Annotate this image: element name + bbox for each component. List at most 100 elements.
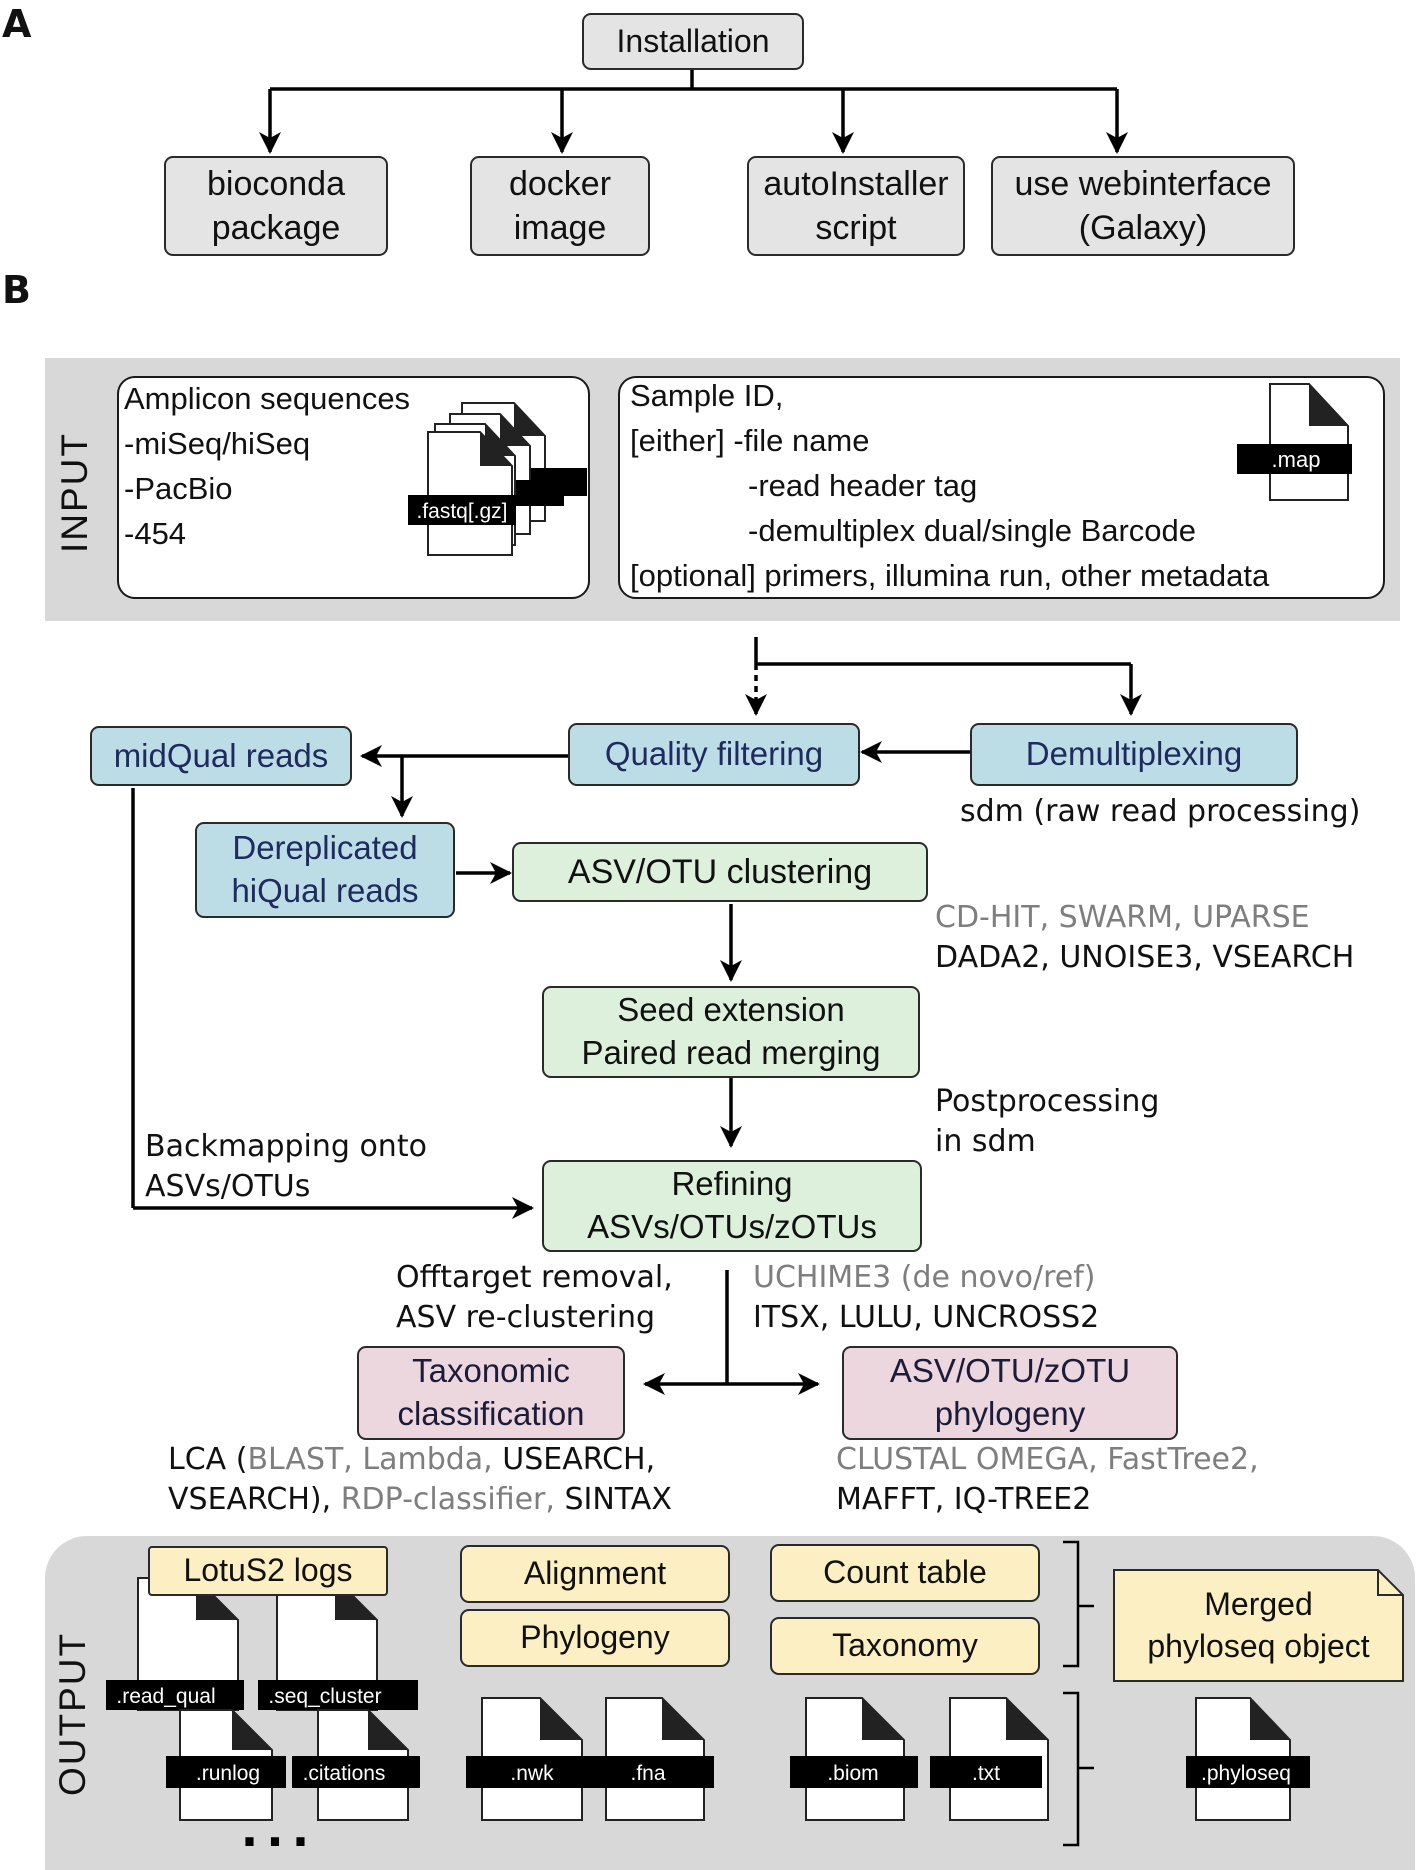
- clustering-box: ASV/OTU clustering: [512, 842, 928, 902]
- chimera-tools-black: ITSX, LULU, UNCROSS2: [753, 1299, 1100, 1335]
- install-option-docker: docker image: [470, 156, 650, 256]
- svg-text:.citations: .citations: [303, 1762, 386, 1785]
- svg-text:.biom: .biom: [827, 1762, 878, 1785]
- mapping-line: -demultiplex dual/single Barcode: [748, 513, 1197, 548]
- demultiplexing-box: Demultiplexing: [970, 723, 1298, 786]
- document-icon: .fastq[.gz]: [408, 402, 587, 556]
- svg-text:.nwk: .nwk: [510, 1762, 554, 1785]
- svg-text:.read_qual: .read_qual: [116, 1685, 215, 1708]
- document-icon: .biom: [790, 1697, 918, 1821]
- seed-line2: Paired read merging: [581, 1034, 881, 1071]
- fold-corner: [1377, 1570, 1403, 1596]
- seed-line1: Seed extension: [617, 991, 845, 1029]
- tool-text: USEARCH,: [502, 1442, 656, 1477]
- taxonomic-line2: classification: [397, 1395, 585, 1432]
- midqual-reads-box: midQual reads: [90, 726, 352, 786]
- mapping-line: -read header tag: [748, 468, 978, 503]
- taxonomic-line1: Taxonomic: [412, 1352, 570, 1390]
- mapping-box: [618, 376, 1385, 599]
- output-bracket: [1063, 1540, 1094, 1668]
- option-line1: docker: [508, 164, 612, 203]
- backmapping-line2: ASVs/OTUs: [145, 1168, 311, 1204]
- svg-text:.fna: .fna: [630, 1762, 665, 1785]
- clustering-tools: CD-HIT, SWARM, UPARSE DADA2, UNOISE3, VS…: [935, 898, 1354, 978]
- amplicon-item: -miSeq/hiSeq: [124, 426, 311, 461]
- tool-text: RDP-classifier,: [340, 1481, 565, 1517]
- midqual-label: midQual reads: [113, 736, 329, 774]
- mapping-line: Sample ID,: [630, 378, 784, 413]
- refining-line1: Refining: [671, 1165, 793, 1203]
- option-line2: image: [513, 209, 607, 247]
- document-icon: .runlog: [166, 1709, 286, 1821]
- svg-text:.fastq[.gz]: .fastq[.gz]: [416, 500, 507, 523]
- postprocessing-line1: Postprocessing: [935, 1084, 1160, 1119]
- svg-text:.runlog: .runlog: [196, 1762, 260, 1785]
- dereplicated-line1: Dereplicated: [232, 829, 418, 867]
- option-line2: package: [211, 209, 341, 247]
- install-option-galaxy: use webinterface (Galaxy): [991, 156, 1295, 256]
- taxonomy-tools-line1: LCA (BLAST, Lambda, USEARCH,: [168, 1440, 672, 1480]
- document-icon: .phyloseq: [1186, 1697, 1310, 1821]
- option-line1: bioconda: [206, 164, 345, 203]
- count-table-label: Count table: [823, 1554, 987, 1591]
- taxonomy-box: Taxonomy: [770, 1617, 1040, 1675]
- tool-text: SINTAX: [564, 1481, 672, 1517]
- option-line1: use webinterface: [1014, 164, 1272, 203]
- alignment-box: Alignment: [460, 1545, 730, 1603]
- merged-phyloseq-label: Merged phyloseq object: [1114, 1570, 1403, 1681]
- phylogeny-tools: CLUSTAL OMEGA, FastTree2, MAFFT, IQ-TREE…: [836, 1440, 1259, 1520]
- output-bracket: [1063, 1691, 1094, 1847]
- option-line2: script: [815, 209, 897, 247]
- quality-filtering-box: Quality filtering: [568, 723, 860, 786]
- phylogeny-line1: ASV/OTU/zOTU: [889, 1352, 1131, 1390]
- document-icon: .seq_cluster: [258, 1577, 418, 1711]
- amplicon-item: -454: [124, 516, 187, 551]
- chimera-tools: UCHIME3 (de novo/ref) ITSX, LULU, UNCROS…: [753, 1258, 1099, 1338]
- clustering-label: ASV/OTU clustering: [567, 852, 873, 891]
- amplicon-item: -PacBio: [124, 471, 233, 506]
- phylogeny-tools-black: MAFFT, IQ-TREE2: [836, 1481, 1092, 1517]
- phylogeny-line2: phylogeny: [934, 1395, 1086, 1432]
- tool-text: VSEARCH),: [168, 1481, 341, 1517]
- phylogeny-output-box: Phylogeny: [460, 1609, 730, 1667]
- document-icon: .citations: [292, 1709, 420, 1821]
- taxonomy-label: Taxonomy: [832, 1627, 978, 1664]
- backmapping-label: Backmapping onto ASVs/OTUs: [145, 1127, 427, 1207]
- svg-text:.seq_cluster: .seq_cluster: [268, 1685, 381, 1708]
- installation-label: Installation: [616, 22, 770, 59]
- count-table-box: Count table: [770, 1544, 1040, 1602]
- seed-extension-box: Seed extension Paired read merging: [542, 986, 920, 1078]
- merged-object-box: [1113, 1569, 1404, 1682]
- clustering-tools-gray: CD-HIT, SWARM, UPARSE: [935, 900, 1310, 935]
- postprocessing-line2: in sdm: [935, 1123, 1036, 1159]
- clustering-tools-black: DADA2, UNOISE3, VSEARCH: [935, 939, 1355, 975]
- phylogeny-box: ASV/OTU/zOTU phylogeny: [842, 1346, 1178, 1440]
- mapping-line: [either] -file name: [630, 423, 870, 458]
- tool-text: BLAST, Lambda,: [247, 1442, 503, 1477]
- postprocessing-label: Postprocessing in sdm: [935, 1082, 1159, 1162]
- tool-text: LCA (: [168, 1442, 248, 1477]
- refining-box: Refining ASVs/OTUs/zOTUs: [542, 1160, 922, 1252]
- panel-label-b: B: [2, 268, 31, 312]
- sdm-label: sdm (raw read processing): [960, 794, 1361, 829]
- document-icon: .read_qual: [106, 1577, 244, 1711]
- merged-line1: Merged: [1204, 1585, 1313, 1622]
- mapping-line: [optional] primers, illumina run, other …: [630, 558, 1270, 593]
- installation-box: Installation: [582, 13, 804, 70]
- lotus2-logs-box: LotuS2 logs: [148, 1546, 388, 1596]
- taxonomic-classification-box: Taxonomic classification: [357, 1346, 625, 1440]
- option-line2: (Galaxy): [1078, 209, 1208, 247]
- install-option-autoinstaller: autoInstaller script: [747, 156, 965, 256]
- offtarget-line2: ASV re-clustering: [396, 1299, 655, 1335]
- taxonomy-tools-line2: VSEARCH), RDP-classifier, SINTAX: [168, 1480, 672, 1520]
- phylogeny-output-label: Phylogeny: [520, 1619, 670, 1656]
- ellipsis: ...: [241, 1803, 317, 1857]
- offtarget-label: Offtarget removal, ASV re-clustering: [396, 1258, 673, 1338]
- chimera-tools-gray: UCHIME3 (de novo/ref): [753, 1260, 1096, 1295]
- refining-line2: ASVs/OTUs/zOTUs: [587, 1208, 877, 1245]
- backmapping-line1: Backmapping onto: [145, 1129, 427, 1164]
- document-icon: .map: [1237, 383, 1352, 501]
- demultiplexing-label: Demultiplexing: [1025, 735, 1243, 773]
- alignment-label: Alignment: [523, 1555, 667, 1592]
- option-line1: autoInstaller: [763, 164, 949, 203]
